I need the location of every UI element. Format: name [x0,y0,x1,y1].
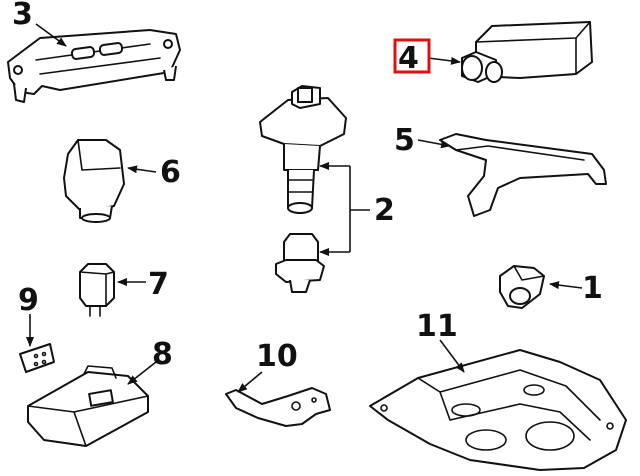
callout-3[interactable]: 3 [12,0,33,32]
callout-11[interactable]: 11 [416,309,458,344]
callout-8[interactable]: 8 [152,337,173,372]
part-10-bracket[interactable] [225,387,331,427]
callout-5[interactable]: 5 [394,123,415,158]
callout-10[interactable]: 10 [256,339,298,374]
part-11-floor-panel[interactable] [369,349,627,471]
callout-9[interactable]: 9 [18,283,39,318]
part-2-ignition-coil[interactable] [259,85,347,214]
callout-4-highlight [393,38,431,74]
part-5-bracket[interactable] [439,133,607,217]
part-4-module[interactable] [461,21,593,83]
callout-1[interactable]: 1 [582,271,603,306]
part-8-control-unit[interactable] [27,365,149,447]
callout-6[interactable]: 6 [160,155,181,190]
part-7-relay[interactable] [79,263,115,317]
part-9-plate[interactable] [19,343,55,373]
callout-4[interactable]: 4 [398,41,419,76]
part-1-fitting[interactable] [499,265,545,309]
part-2-plug-cap[interactable] [275,233,325,293]
part-6-relay[interactable] [63,139,125,223]
callout-2[interactable]: 2 [374,193,395,228]
part-3-bracket[interactable] [7,29,181,103]
callout-7[interactable]: 7 [148,267,169,302]
